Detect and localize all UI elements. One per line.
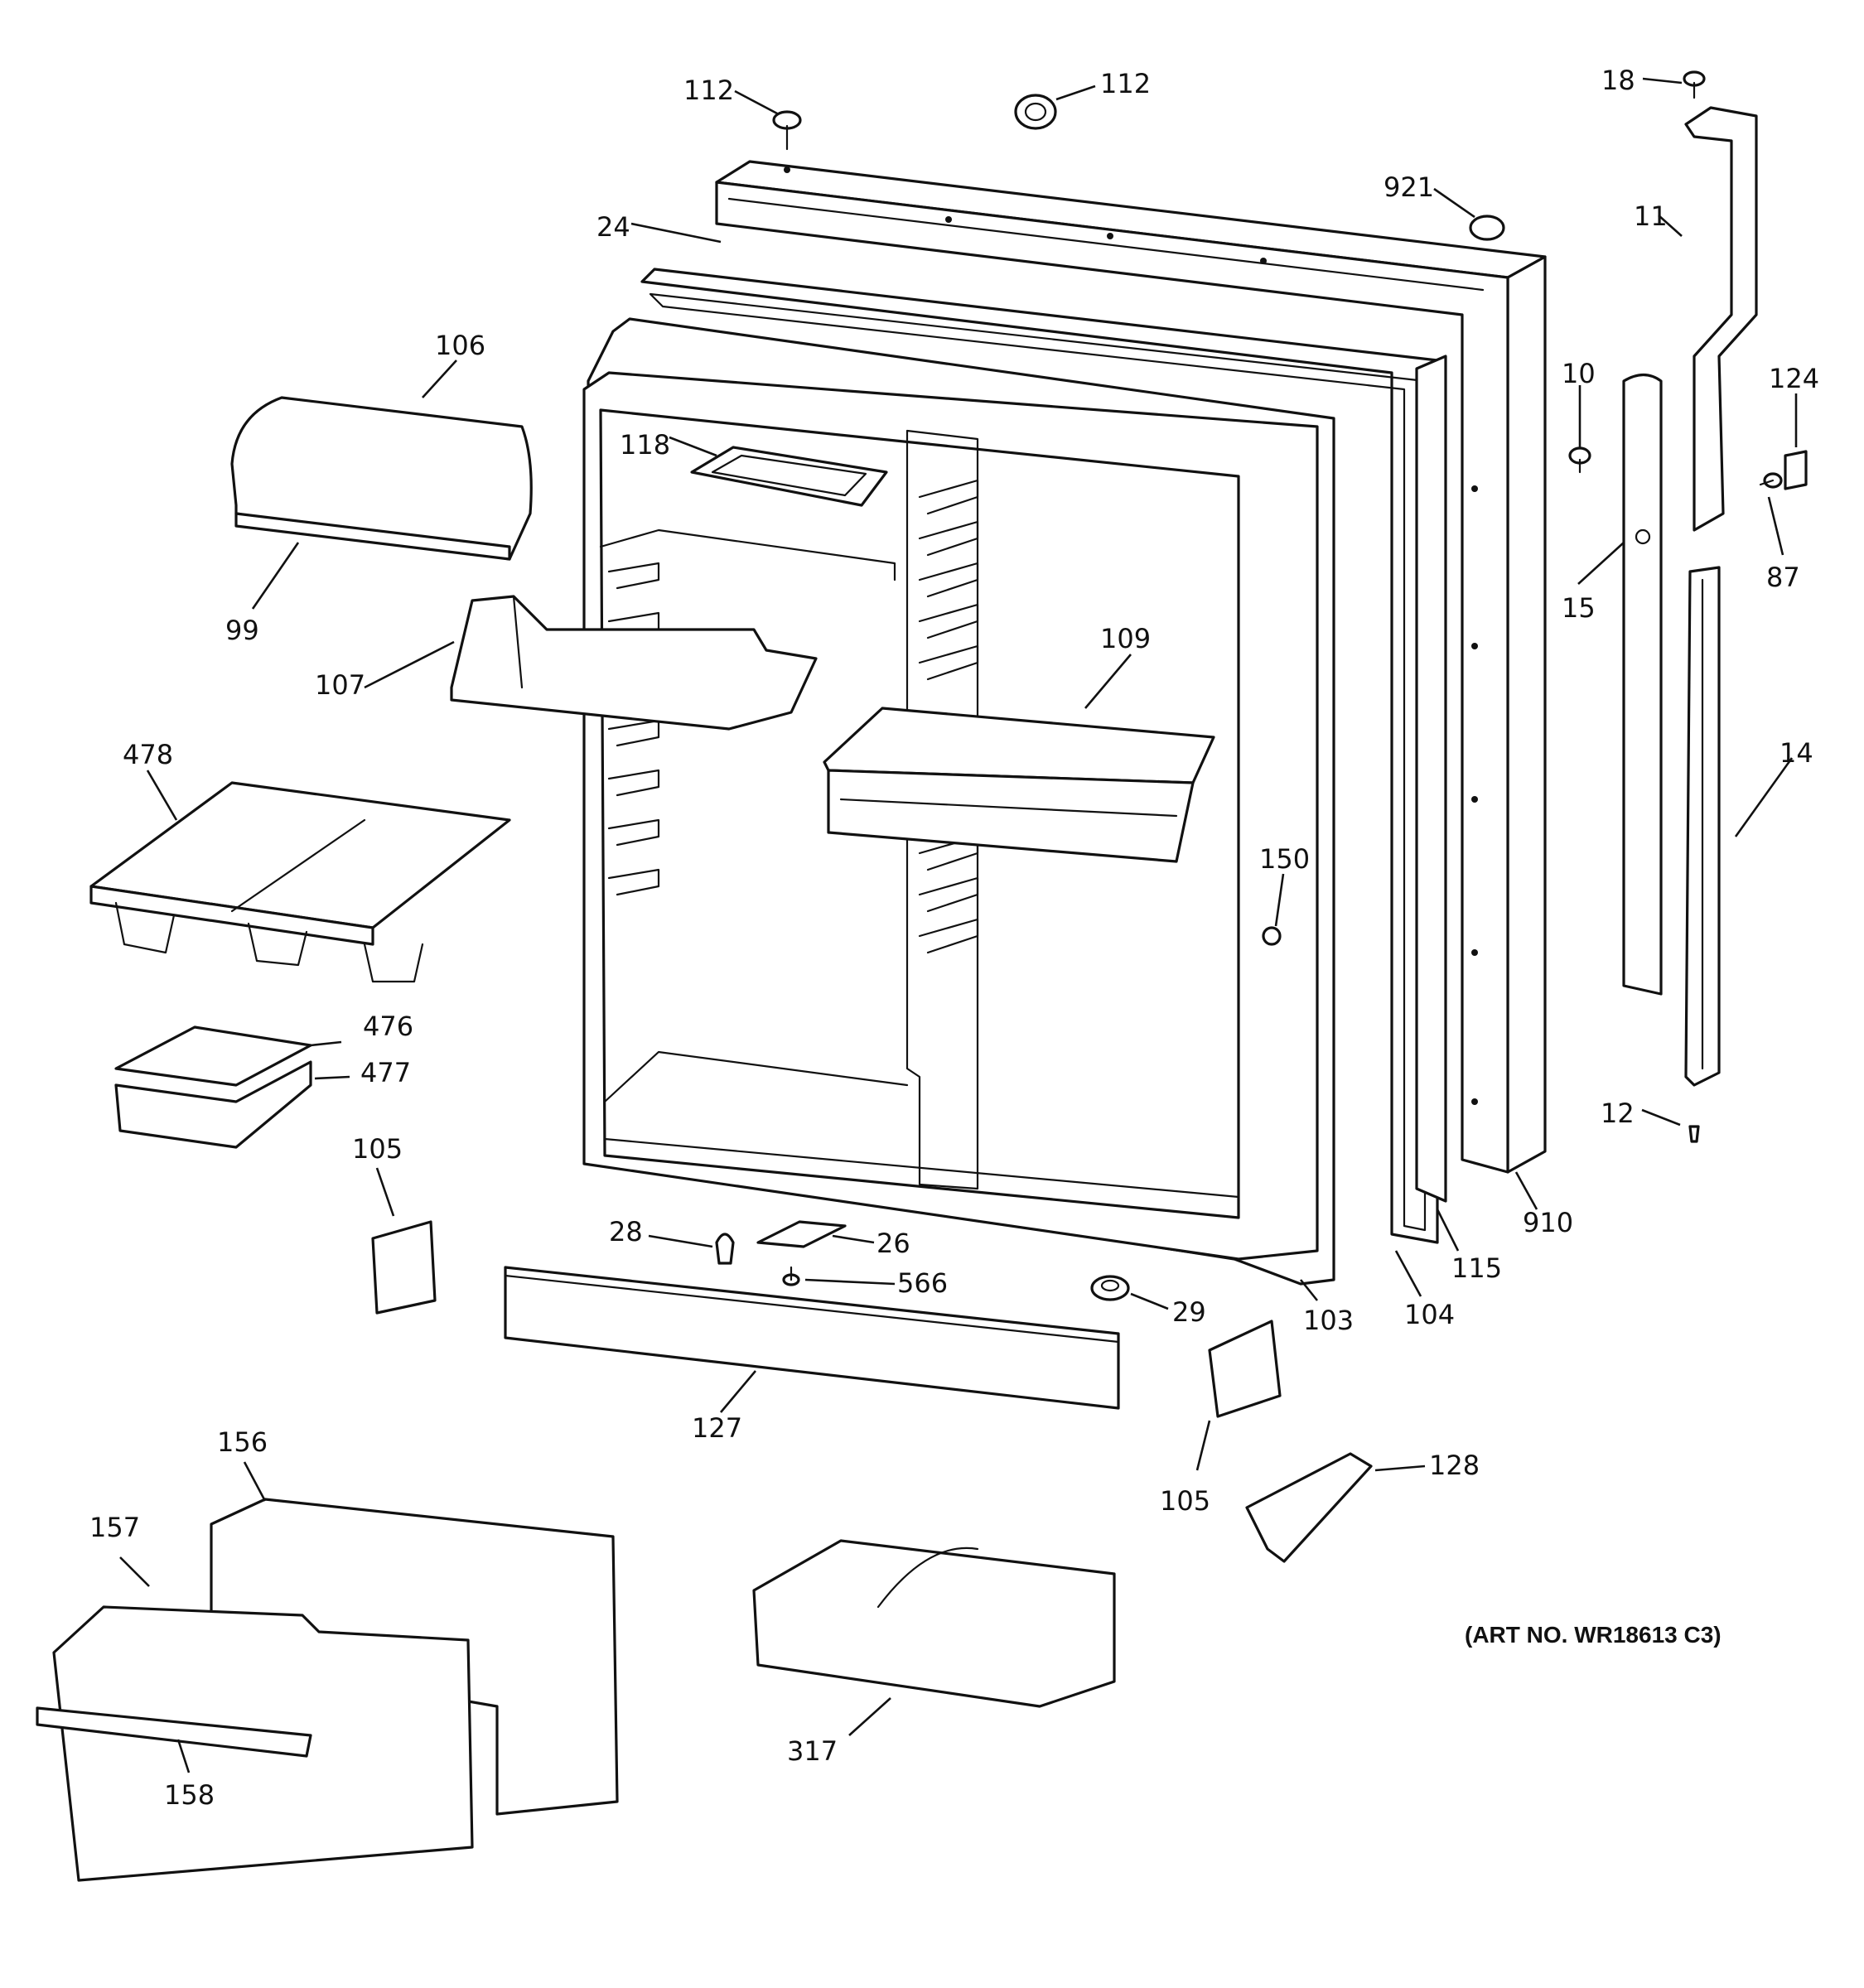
label-11: 11 <box>1634 200 1668 232</box>
art-number: (ART NO. WR18613 C3) <box>1465 1622 1722 1648</box>
crisper-shelf-478 <box>89 781 511 983</box>
label-476: 476 <box>363 1011 413 1042</box>
handle-128 <box>1245 1452 1373 1563</box>
label-24: 24 <box>596 211 630 243</box>
hinge-pin-12 <box>1688 1125 1700 1143</box>
label-910: 910 <box>1523 1207 1573 1238</box>
breaker-strip-115 <box>1415 355 1447 1203</box>
label-112-screw: 112 <box>683 75 734 106</box>
tray-477 <box>114 1060 312 1149</box>
dairy-door-106 <box>230 396 533 561</box>
label-477: 477 <box>360 1057 411 1088</box>
label-14: 14 <box>1779 737 1813 769</box>
label-29: 29 <box>1172 1296 1206 1328</box>
hinge-11 <box>1684 106 1758 532</box>
label-115: 115 <box>1451 1252 1502 1284</box>
label-107: 107 <box>315 669 365 701</box>
label-18: 18 <box>1601 65 1635 96</box>
screw-112 <box>772 110 802 151</box>
leader-lines <box>119 77 1798 1773</box>
label-158: 158 <box>164 1779 215 1811</box>
shelf-107 <box>450 595 818 731</box>
plug-112 <box>1014 94 1057 130</box>
screw-87 <box>1759 472 1783 489</box>
bin-109 <box>823 707 1215 863</box>
label-104: 104 <box>1404 1299 1455 1330</box>
pin-28 <box>715 1233 735 1265</box>
label-26: 26 <box>876 1228 910 1259</box>
plug-29 <box>1090 1275 1130 1301</box>
plate-26 <box>756 1220 847 1248</box>
label-124: 124 <box>1769 363 1819 394</box>
label-150: 150 <box>1259 843 1310 875</box>
label-106: 106 <box>435 330 485 361</box>
basket-317 <box>752 1539 1116 1708</box>
drawer-handle-158 <box>36 1706 312 1758</box>
bracket-105-left <box>371 1220 437 1315</box>
label-103: 103 <box>1303 1305 1354 1336</box>
label-478: 478 <box>123 739 173 770</box>
screw-18 <box>1683 70 1706 99</box>
label-105-right: 105 <box>1160 1485 1210 1517</box>
label-112-plug: 112 <box>1100 68 1151 99</box>
label-118: 118 <box>620 429 670 461</box>
label-105-left: 105 <box>352 1133 403 1165</box>
shelf-118 <box>690 446 888 507</box>
hinge-block-124 <box>1784 450 1808 490</box>
label-128: 128 <box>1429 1450 1480 1481</box>
door-outer-panel-910 <box>715 160 1547 1174</box>
label-157: 157 <box>89 1512 140 1543</box>
screw-566 <box>782 1266 800 1286</box>
bracket-105-right <box>1208 1320 1282 1418</box>
label-109: 109 <box>1100 623 1151 654</box>
hinge-strip-14 <box>1684 566 1721 1087</box>
label-317: 317 <box>787 1735 838 1767</box>
label-99: 99 <box>225 615 259 646</box>
label-15: 15 <box>1562 592 1596 624</box>
part-labels: 112 112 18 921 24 11 106 118 10 124 99 8… <box>89 65 1819 1811</box>
screw-10 <box>1568 446 1591 474</box>
label-12: 12 <box>1601 1098 1635 1129</box>
plug-921 <box>1469 215 1505 241</box>
label-28: 28 <box>609 1216 643 1247</box>
label-566: 566 <box>897 1267 948 1299</box>
label-10: 10 <box>1562 358 1596 389</box>
label-156: 156 <box>217 1426 268 1458</box>
label-87: 87 <box>1766 562 1800 593</box>
screw-150 <box>1262 926 1282 946</box>
cover-127 <box>504 1266 1120 1410</box>
label-127: 127 <box>692 1412 742 1444</box>
label-921: 921 <box>1384 171 1434 203</box>
trim-strip-15 <box>1622 373 1663 996</box>
